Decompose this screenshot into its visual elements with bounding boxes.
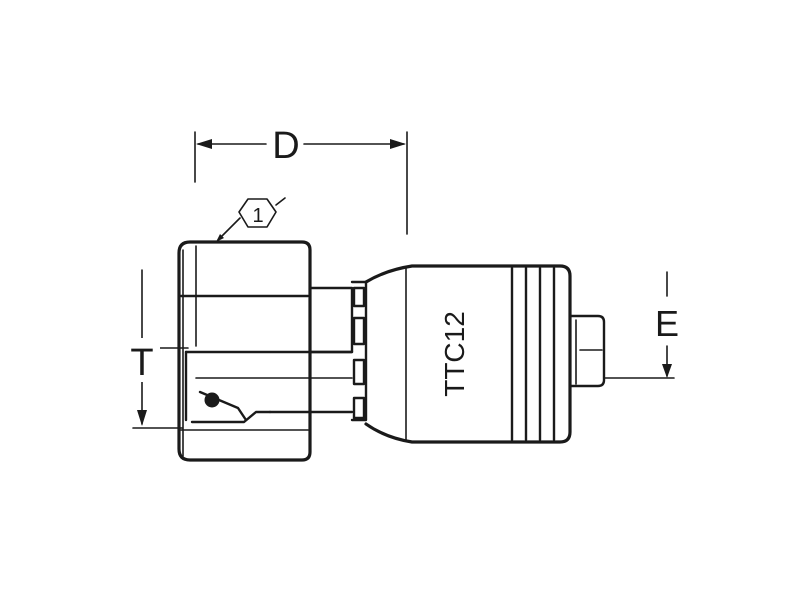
e-label: E: [655, 303, 679, 344]
callout-number: 1: [252, 205, 263, 227]
swivel-nut: [177, 240, 312, 462]
collar-groove-3: [352, 358, 366, 386]
hose-stub: [568, 314, 606, 388]
nut-outline: [177, 240, 312, 462]
collar-groove-2: [352, 316, 366, 346]
fitting-stem: [184, 350, 354, 424]
hex-callout: 1: [216, 197, 286, 242]
part-marking: TTC12: [439, 311, 470, 397]
ferrule-outline: [364, 264, 572, 444]
dimension-d: D: [194, 125, 408, 235]
neck-body: [308, 286, 354, 354]
e-arrow-bottom: [662, 364, 672, 378]
d-arrow-left: [196, 139, 212, 149]
hose-stub-outline: [568, 314, 606, 388]
crimp-collar: [350, 280, 368, 422]
ferrule: TTC12: [364, 264, 572, 444]
t-label: T: [130, 342, 153, 384]
collar-groove-1: [352, 286, 366, 308]
collar-groove-4: [352, 396, 366, 420]
collar-outline: [350, 280, 368, 422]
t-arrow-bottom: [137, 410, 147, 426]
t-label-background: [124, 338, 160, 382]
callout-tick: [275, 197, 286, 206]
hexagon-balloon: [238, 198, 277, 228]
neck: [308, 286, 354, 354]
dimension-t: T: [124, 269, 189, 429]
dimension-e: E: [603, 271, 679, 379]
callout-leader-arrow: [216, 234, 224, 242]
d-label: D: [272, 125, 299, 167]
o-ring-icon: [204, 392, 220, 408]
d-arrow-right: [390, 139, 406, 149]
seat-profile: [190, 410, 272, 424]
